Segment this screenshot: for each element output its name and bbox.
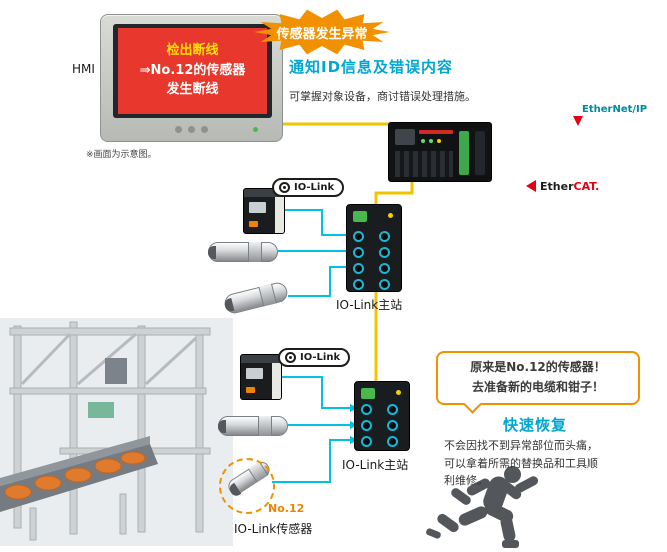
iolink-badge-label: IO-Link xyxy=(300,352,341,363)
hmi-screen-line2: ⇒No.12的传感器 xyxy=(139,62,246,78)
hmi-screen-line1: 检出断线 xyxy=(166,43,219,58)
hmi-panel: 检出断线 ⇒No.12的传感器 发生断线 xyxy=(100,14,283,142)
conveyor-items xyxy=(4,451,146,500)
ethercat-label: EtherCAT. xyxy=(540,180,599,193)
runner-leg-back-thigh xyxy=(456,504,490,528)
plc-led xyxy=(429,139,433,143)
hmi-buttons[interactable] xyxy=(175,126,208,133)
bubble-line2: 去准备新的电缆和钳子！ xyxy=(471,380,604,394)
machine-photo xyxy=(0,318,233,546)
iolink-logo-icon xyxy=(279,182,290,193)
photoelectric-sensor-2 xyxy=(240,354,282,400)
master-port xyxy=(379,279,390,290)
sensor-top xyxy=(244,189,284,197)
alert-burst-text: 传感器发生异常 xyxy=(276,26,368,42)
runner-foot-front xyxy=(502,540,519,548)
master-status-block xyxy=(361,388,375,399)
machine-unit xyxy=(105,358,127,384)
sensor-number: No.12 xyxy=(268,502,305,515)
speech-bubble: 原来是No.12的传感器！ 去准备新的电缆和钳子！ xyxy=(436,351,640,414)
ethercat-label-prefix: Ether xyxy=(540,180,574,193)
notify-title: 通知ID信息及错误内容 xyxy=(289,58,454,76)
hmi-screen-line3: 发生断线 xyxy=(166,82,219,97)
runner-leg-back-shin xyxy=(435,511,461,535)
hmi-note: ※画面为示意图。 xyxy=(86,150,157,160)
master-port xyxy=(387,420,398,431)
sensor-top xyxy=(241,355,281,363)
sensor-highlight-circle xyxy=(219,458,275,514)
alert-burst xyxy=(254,9,390,55)
master-led xyxy=(396,390,401,395)
master-port xyxy=(361,436,372,447)
iolink-master-device-1 xyxy=(346,204,402,292)
master-port xyxy=(353,247,364,258)
iolink-sensor-label: IO-Link传感器 xyxy=(234,522,313,536)
sensor-indicator xyxy=(249,221,258,227)
alert-burst-shape xyxy=(254,9,390,55)
master-led xyxy=(388,213,393,218)
iolink-badge-2: IO-Link xyxy=(278,348,351,367)
plc-terminals xyxy=(395,151,453,177)
network-arrows xyxy=(526,116,583,192)
master-port xyxy=(353,279,364,290)
master-port xyxy=(387,436,398,447)
master-port xyxy=(379,231,390,242)
hmi-button[interactable] xyxy=(201,126,208,133)
plc-controller xyxy=(388,122,492,182)
hmi-button[interactable] xyxy=(175,126,182,133)
fieldbus-lines-yellow xyxy=(283,122,414,395)
hmi-screen-bezel: 检出断线 ⇒No.12的传感器 发生断线 xyxy=(113,24,272,118)
ethercat-label-suffix: CAT. xyxy=(573,180,600,193)
sensor-display xyxy=(246,368,263,379)
notify-body: 可掌握对象设备，商讨错误处理措施。 xyxy=(289,90,476,103)
sensor-body xyxy=(240,354,282,400)
recovery-body: 不会因找不到异常部位而头痛，可以拿着所需的替换品和工具顺利维修。 xyxy=(444,439,598,488)
sensor-cables-cyan xyxy=(272,209,352,483)
plc-side-slot xyxy=(475,131,485,175)
proximity-sensor-1 xyxy=(208,242,278,262)
master-port xyxy=(387,404,398,415)
plc-green-connector xyxy=(459,131,469,175)
plc-led xyxy=(421,139,425,143)
iolink-badge-1: IO-Link xyxy=(272,178,345,197)
iolink-master-device-2 xyxy=(354,381,410,451)
sensor-display xyxy=(249,202,266,213)
master-port xyxy=(361,404,372,415)
iolink-master-label-1: IO-Link主站 xyxy=(336,298,403,312)
iolink-badge-label: IO-Link xyxy=(294,182,335,193)
hmi-button[interactable] xyxy=(188,126,195,133)
sensor-indicator xyxy=(246,387,255,393)
sensor-side xyxy=(272,363,281,399)
plc-brand-stripe xyxy=(419,130,453,134)
bubble-line1: 原来是No.12的传感器！ xyxy=(470,360,606,375)
iolink-logo-icon xyxy=(285,352,296,363)
master-port xyxy=(379,263,390,274)
recovery-title: 快速恢复 xyxy=(503,416,568,434)
runner-foot-back xyxy=(425,527,442,540)
hmi-label: HMI xyxy=(72,62,95,76)
iolink-master-label-2: IO-Link主站 xyxy=(342,458,409,472)
master-status-block xyxy=(353,211,367,222)
running-person-silhouette xyxy=(424,466,548,552)
master-port xyxy=(361,420,372,431)
sensor-side xyxy=(275,197,284,233)
master-port xyxy=(353,263,364,274)
plc-led xyxy=(437,139,441,143)
plc-display xyxy=(395,129,415,145)
master-port xyxy=(379,247,390,258)
ethernet-ip-label: EtherNet/IP xyxy=(582,104,648,115)
hmi-screen: 检出断线 ⇒No.12的传感器 发生断线 xyxy=(118,28,267,114)
hmi-power-led xyxy=(253,127,258,132)
proximity-sensor-3 xyxy=(218,416,288,436)
runner-head xyxy=(504,466,521,483)
runner-leg-front-shin xyxy=(499,515,517,543)
conveyor-edge xyxy=(0,436,150,486)
machine-green-panel xyxy=(88,402,114,418)
master-port xyxy=(353,231,364,242)
